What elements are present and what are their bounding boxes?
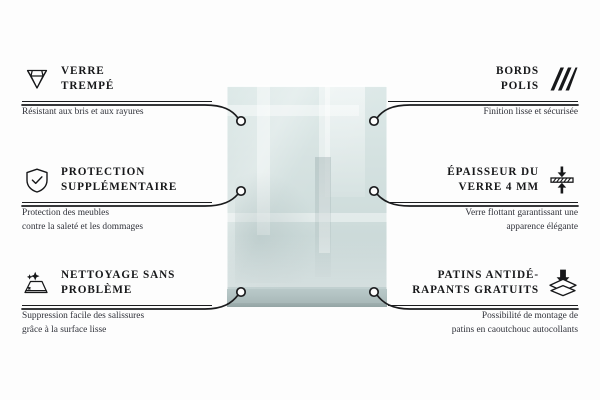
- feature-patins-antiderapants: PATINS ANTIDÉ-RAPANTS GRATUITS Possibili…: [388, 266, 578, 337]
- feature-header: PATINS ANTIDÉ-RAPANTS GRATUITS: [388, 266, 578, 300]
- product-image-tempered-glass-panel: [227, 85, 387, 307]
- feature-divider: [388, 202, 578, 204]
- diamond-icon: [22, 64, 52, 94]
- sponge-sparkle-icon: [22, 268, 52, 298]
- pad-stack-arrow-icon: [548, 268, 578, 298]
- feature-divider: [22, 305, 212, 307]
- glass-panel-face: [227, 85, 387, 307]
- thickness-arrows-icon: [548, 165, 578, 195]
- glass-panel-bottom-edge: [227, 303, 387, 307]
- feature-description: Résistant aux bris et aux rayures: [22, 107, 144, 118]
- diagonal-stripes-icon: [548, 64, 578, 94]
- feature-divider: [22, 202, 212, 204]
- window-reflection-soft-blur: [235, 173, 317, 283]
- feature-divider: [388, 305, 578, 307]
- window-reflection-pane-bright: [325, 85, 365, 197]
- feature-divider: [388, 101, 578, 103]
- shield-check-icon: [22, 165, 52, 195]
- glass-lower-sheen: [227, 235, 387, 287]
- glass-panel-base: [227, 289, 387, 307]
- glass-top-highlight: [227, 85, 387, 87]
- window-reflection-shadow-band: [315, 157, 331, 277]
- feature-divider: [22, 101, 212, 103]
- feature-description: Finition lisse et sécurisée: [483, 107, 578, 118]
- feature-title: PATINS ANTIDÉ-RAPANTS GRATUITS: [412, 269, 539, 296]
